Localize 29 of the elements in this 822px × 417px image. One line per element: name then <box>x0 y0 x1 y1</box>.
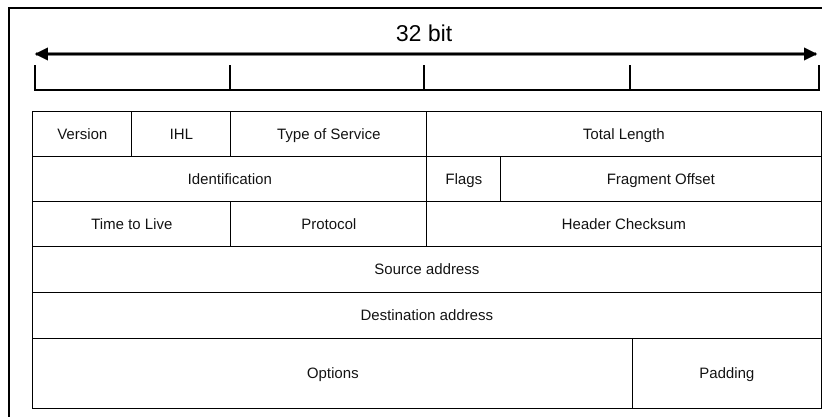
header-field-box <box>32 201 232 248</box>
header-field-box <box>230 201 428 248</box>
field-name: Type of Service <box>277 126 380 143</box>
header-field-box <box>632 338 822 408</box>
field-name: Flags <box>445 170 482 188</box>
header-field-box <box>230 111 428 158</box>
field-name: Protocol <box>301 216 356 233</box>
field-name: Header Checksum <box>562 216 686 233</box>
field-name: Destination address <box>360 307 494 324</box>
header-field-box <box>32 338 634 408</box>
header-field-box <box>426 156 502 202</box>
field-name: Padding <box>699 364 754 382</box>
field-name: Source address <box>374 261 480 278</box>
field-name: Fragment Offset <box>606 170 715 188</box>
header-field-box <box>131 111 232 158</box>
header-field-box <box>426 111 822 158</box>
header-field-box <box>32 111 132 158</box>
header-field-box <box>32 292 822 340</box>
field-name: Time to Live <box>91 216 172 233</box>
header-field-box <box>32 156 428 202</box>
header-field-box <box>426 201 822 248</box>
header-field-box <box>32 246 822 294</box>
bit-width-label: 32 bit <box>394 22 454 45</box>
field-name: Options <box>306 364 359 382</box>
field-name: Total Length <box>582 126 665 143</box>
field-name: IHL <box>170 126 193 143</box>
field-name: Version <box>57 126 108 143</box>
header-field-box <box>500 156 822 202</box>
field-name: Identification <box>188 170 272 188</box>
